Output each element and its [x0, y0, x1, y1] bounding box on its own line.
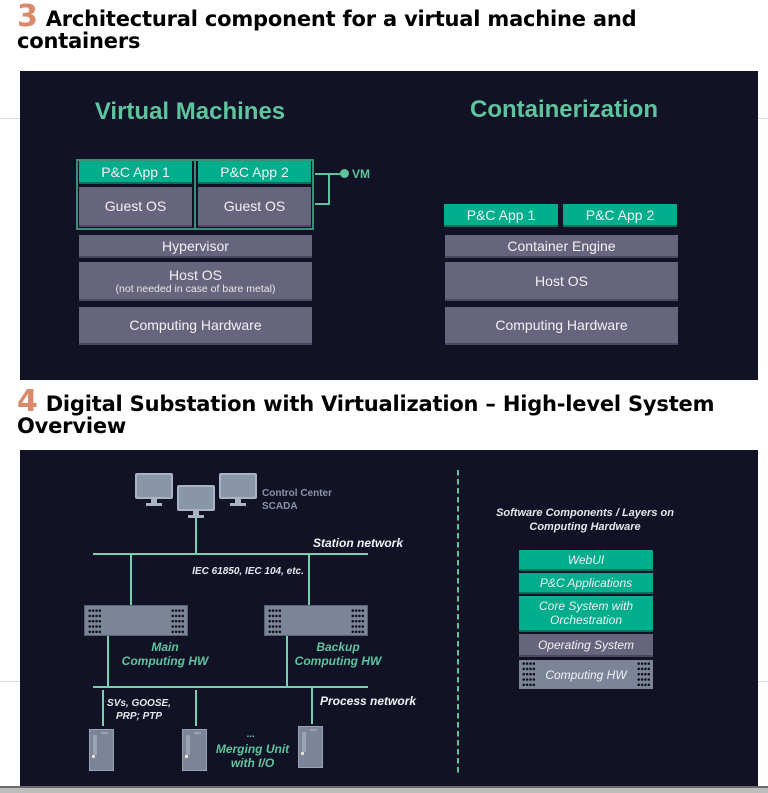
bare-metal-note: (not needed in case of bare metal): [115, 282, 276, 295]
merging-unit-icon: [182, 729, 207, 771]
backup-server-icon: [264, 605, 368, 636]
vm-bracket-vertical: [328, 173, 330, 204]
mu-2-link: [195, 690, 197, 726]
process-protocols: SVs, GOOSE, PRP; PTP: [107, 698, 171, 722]
bottom-border: [0, 786, 768, 788]
vm-bracket-bottom: [315, 203, 330, 205]
vm-title: Virtual Machines: [94, 98, 286, 125]
vm-label: VM: [352, 167, 370, 181]
page-gridline: [758, 118, 768, 119]
station-protocols: IEC 61850, IEC 104, etc.: [192, 566, 304, 577]
section-4-title: Digital Substation with Virtualization –…: [17, 392, 715, 438]
vm-hardware-layer: Computing Hardware: [79, 307, 312, 345]
container-engine-layer: Container Engine: [445, 235, 678, 258]
station-network-label: Station network: [313, 536, 404, 550]
vm-guest-os-2: Guest OS: [198, 187, 311, 227]
main-hw-label: Main Computing HW: [121, 640, 209, 668]
backup-hw-downlink: [286, 636, 288, 688]
merging-unit-label: Merging Unit with I/O: [215, 742, 290, 770]
mu-3-link: [311, 688, 313, 724]
container-app-1: P&C App 1: [444, 204, 558, 227]
mu-1-link: [102, 690, 104, 726]
backup-hw-uplink: [308, 555, 310, 605]
containerization-title: Containerization: [469, 96, 658, 123]
hypervisor-layer: Hypervisor: [79, 235, 312, 258]
process-network-label: Process network: [320, 694, 417, 708]
layer-operating-system: Operating System: [519, 634, 653, 657]
monitor-icon: [219, 473, 257, 507]
container-hardware-layer: Computing Hardware: [445, 307, 678, 345]
vm-host-os-layer: Host OS (not needed in case of bare meta…: [79, 262, 312, 301]
main-hw-downlink: [107, 636, 109, 688]
page-gridline: [0, 681, 20, 682]
merging-unit-icon: [298, 726, 323, 768]
vm-app-1: P&C App 1: [79, 161, 192, 184]
page-gridline: [758, 681, 768, 682]
main-server-icon: [84, 605, 188, 636]
vm-guest-os-1: Guest OS: [79, 187, 192, 227]
backup-hw-label: Backup Computing HW: [294, 640, 382, 668]
dashed-divider: [457, 470, 459, 776]
station-network-bus: [93, 553, 368, 555]
container-app-2: P&C App 2: [563, 204, 677, 227]
vm-app-2: P&C App 2: [198, 161, 311, 184]
merging-unit-icon: [89, 729, 114, 771]
process-network-bus: [93, 686, 368, 688]
container-host-os-layer: Host OS: [445, 262, 678, 301]
section-3-title: Architectural component for a virtual ma…: [17, 7, 637, 53]
vm-divider: [194, 160, 196, 230]
layer-computing-hw: Computing HW: [519, 660, 653, 689]
layer-pc-applications: P&C Applications: [519, 573, 653, 594]
vm-dot-icon: [340, 169, 349, 178]
main-hw-uplink: [130, 555, 132, 605]
control-center-label: Control Center SCADA: [262, 488, 332, 512]
scada-uplink: [195, 518, 197, 555]
layer-webui: WebUI: [519, 550, 653, 571]
section-4-number: 4: [17, 384, 38, 419]
monitor-icon: [135, 473, 173, 507]
layers-title: Software Components / Layers on Computin…: [496, 507, 674, 533]
ellipsis: ...: [246, 729, 256, 740]
page-gridline: [0, 118, 20, 119]
bottom-scrollbar[interactable]: [0, 788, 768, 793]
layer-core-system: Core System with Orchestration: [519, 596, 653, 632]
section-3-number: 3: [17, 0, 38, 34]
monitor-icon: [177, 485, 215, 519]
